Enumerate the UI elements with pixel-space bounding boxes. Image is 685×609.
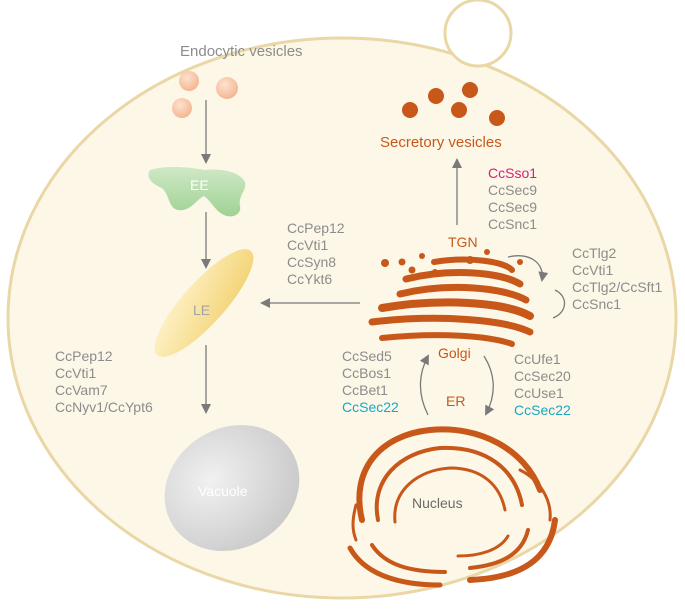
snare-name: CcSec22 [342, 399, 399, 415]
snare-name: CcSec9 [488, 182, 538, 198]
snare-name: CcPep12 [287, 220, 345, 236]
snare-name: CcPep12 [55, 348, 113, 364]
tgn-vesicles [381, 249, 523, 275]
early-endosome [148, 166, 246, 217]
er-label: ER [446, 393, 466, 409]
snare-group-intra-golgi: CcTlg2 CcVti1 CcTlg2/CcSft1 CcSnc1 [572, 245, 662, 313]
nucleus-er [347, 426, 558, 588]
snare-name: CcSec9 [488, 199, 538, 215]
snare-name: CcTlg2/CcSft1 [572, 279, 663, 295]
membrane-bud [443, 0, 513, 68]
snare-name: CcSso1 [488, 165, 538, 181]
snare-group-le-to-vacuole: CcPep12 CcVti1 CcVam7 CcNyv1/CcYpt6 [55, 348, 153, 416]
cell-membrane [6, 36, 678, 600]
snare-name: CcUfe1 [514, 351, 561, 367]
snare-group-tgn-secretory: CcSso1 CcSec9 CcSec9 CcSnc1 [488, 165, 537, 233]
snare-name: CcVam7 [55, 382, 108, 398]
snare-name: CcSnc1 [488, 216, 538, 232]
secretory-vesicles-label: Secretory vesicles [380, 134, 502, 151]
snare-name: CcYkt6 [287, 271, 333, 287]
snare-name: CcNyv1/CcYpt6 [55, 399, 153, 415]
snare-name: CcVti1 [55, 365, 97, 381]
tgn-label: TGN [448, 234, 478, 250]
late-endosome [154, 249, 254, 357]
endocytic-vesicles-label: Endocytic vesicles [180, 43, 303, 60]
snare-name: CcBos1 [342, 365, 392, 381]
snare-name: CcSec20 [514, 368, 571, 384]
snare-group-er-to-golgi: CcSed5 CcBos1 CcBet1 CcSec22 [342, 348, 399, 416]
secretory-vesicles [402, 82, 505, 126]
snare-name: CcBet1 [342, 382, 388, 398]
snare-name: CcTlg2 [572, 245, 617, 261]
snare-name: CcVti1 [572, 262, 614, 278]
vacuole [164, 425, 300, 551]
snare-name: CcSec22 [514, 402, 571, 418]
snare-name: CcVti1 [287, 237, 329, 253]
snare-group-golgi-to-er: CcUfe1 CcSec20 CcUse1 CcSec22 [514, 351, 571, 419]
snare-name: CcSed5 [342, 348, 392, 364]
ee-label: EE [190, 177, 209, 193]
endocytic-pathway-arrows [201, 100, 566, 416]
vacuole-label: Vacuole [198, 483, 248, 499]
snare-group-golgi-to-le: CcPep12 CcVti1 CcSyn8 CcYkt6 [287, 220, 345, 288]
snare-name: CcSyn8 [287, 254, 337, 270]
le-label: LE [193, 302, 211, 318]
nucleus-label: Nucleus [412, 495, 463, 511]
snare-name: CcUse1 [514, 385, 564, 401]
endocytic-vesicles [172, 71, 238, 118]
golgi-stack [368, 256, 534, 347]
snare-name: CcSnc1 [572, 296, 622, 312]
golgi-label: Golgi [438, 345, 471, 361]
